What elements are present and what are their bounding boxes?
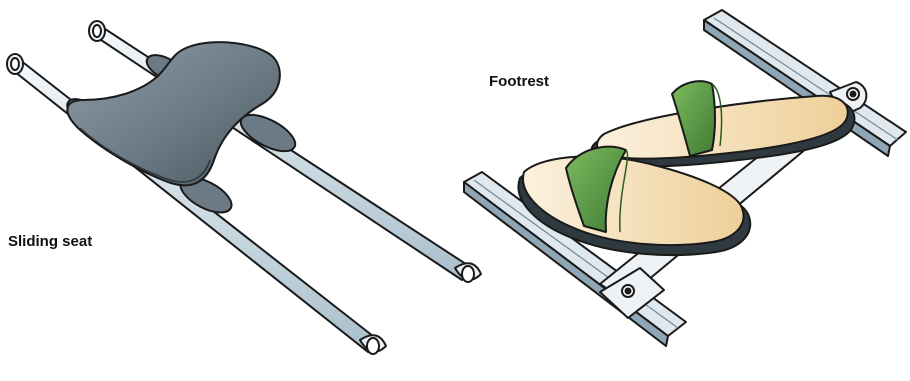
sliding-seat-assembly — [6, 20, 482, 355]
strap-front — [565, 145, 627, 233]
shoe-front — [517, 145, 752, 257]
label-footrest: Footrest — [489, 73, 549, 90]
footrest-assembly — [463, 9, 907, 347]
seat-shell — [66, 41, 281, 187]
seat-edge — [79, 127, 211, 183]
label-sliding-seat: Sliding seat — [8, 233, 93, 250]
shoe-back — [590, 80, 856, 168]
strap-back — [671, 80, 716, 157]
